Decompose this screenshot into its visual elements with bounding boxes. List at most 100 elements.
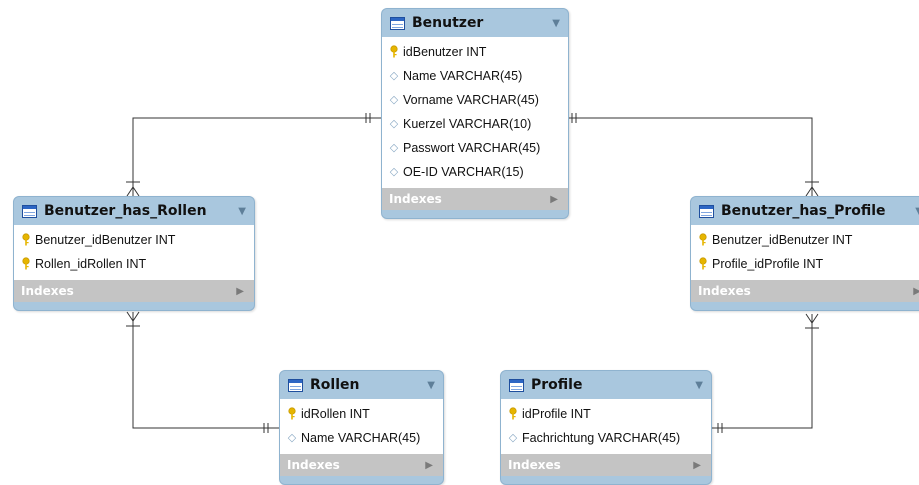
column-row[interactable]: Benutzer_idBenutzer INT [14,228,254,252]
relationship-line [365,113,371,123]
column-row[interactable]: ◇ Name VARCHAR(45) [280,426,443,450]
expand-arrow-icon[interactable]: ▶ [693,459,701,471]
primary-key-icon [697,232,709,248]
table-header[interactable]: Benutzer_has_Rollen ▼ [14,197,254,225]
collapse-arrow-icon[interactable]: ▼ [238,205,246,217]
table-title: Profile [531,377,583,393]
collapse-arrow-icon[interactable]: ▼ [427,379,435,391]
primary-key-icon [20,256,32,272]
table-benutzer-has-profile[interactable]: Benutzer_has_Profile▼ Benutzer_idBenutzer… [690,196,919,311]
table-title: Benutzer [412,15,484,31]
relationship-line [805,313,819,329]
primary-key-icon [388,44,400,60]
table-header[interactable]: Benutzer ▼ [382,9,568,37]
column-list: idProfile INT ◇ Fachrichtung VARCHAR(45) [501,399,711,454]
table-header[interactable]: Rollen ▼ [280,371,443,399]
table-footer [14,302,254,310]
column-row[interactable]: ◇ Kuerzel VARCHAR(10) [382,112,568,136]
expand-arrow-icon[interactable]: ▶ [913,285,919,297]
indexes-label: Indexes [21,284,74,298]
column-label: Fachrichtung VARCHAR(45) [522,431,681,445]
column-row[interactable]: ◇ Passwort VARCHAR(45) [382,136,568,160]
table-rollen[interactable]: Rollen ▼ idRollen INT ◇ Name VARCHAR(45) Inde… [279,370,444,485]
table-title: Benutzer_has_Rollen [44,203,207,219]
relationship-line [126,181,140,197]
table-icon [390,16,405,30]
indexes-label: Indexes [389,192,442,206]
column-label: Benutzer_idBenutzer INT [35,233,176,247]
column-row[interactable]: ◇ Fachrichtung VARCHAR(45) [501,426,711,450]
column-row[interactable]: ◇ Name VARCHAR(45) [382,64,568,88]
expand-arrow-icon[interactable]: ▶ [550,193,558,205]
expand-arrow-icon[interactable]: ▶ [236,285,244,297]
column-label: OE-ID VARCHAR(15) [403,165,524,179]
relationship-line [567,117,813,196]
table-footer [280,476,443,484]
indexes-bar[interactable]: Indexes ▶ [280,454,443,476]
table-profile[interactable]: Profile ▼ idProfile INT ◇ Fachrichtung VARCH… [500,370,712,485]
indexes-label: Indexes [287,458,340,472]
column-label: Benutzer_idBenutzer INT [712,233,853,247]
indexes-label: Indexes [698,284,751,298]
column-label: idRollen INT [301,407,370,421]
table-benutzer-has-rollen[interactable]: Benutzer_has_Rollen ▼ Benutzer_idBenutzer … [13,196,255,311]
relationship-line [132,117,381,196]
column-diamond-icon: ◇ [389,93,399,106]
table-header[interactable]: Benutzer_has_Profile▼ [691,197,919,225]
primary-key-icon [286,406,298,422]
table-icon [22,204,37,218]
column-diamond-icon: ◇ [508,431,518,444]
relationship-line [717,423,723,433]
relationship-line [710,314,813,429]
column-list: Benutzer_idBenutzer INT Rollen_idRollen I… [14,225,254,280]
relationship-line [571,113,577,123]
column-diamond-icon: ◇ [389,117,399,130]
table-header[interactable]: Profile ▼ [501,371,711,399]
expand-arrow-icon[interactable]: ▶ [425,459,433,471]
column-label: Profile_idProfile INT [712,257,824,271]
column-label: Name VARCHAR(45) [403,69,523,83]
indexes-bar[interactable]: Indexes ▶ [691,280,919,302]
table-footer [691,302,919,310]
column-row[interactable]: ◇ OE-ID VARCHAR(15) [382,160,568,184]
column-diamond-icon: ◇ [389,141,399,154]
column-list: idRollen INT ◇ Name VARCHAR(45) [280,399,443,454]
collapse-arrow-icon[interactable]: ▼ [915,206,919,217]
column-label: Name VARCHAR(45) [301,431,421,445]
column-label: Kuerzel VARCHAR(10) [403,117,532,131]
column-row[interactable]: idProfile INT [501,402,711,426]
column-row[interactable]: ◇ Vorname VARCHAR(45) [382,88,568,112]
column-list: idBenutzer INT ◇ Name VARCHAR(45) ◇ Vorname … [382,37,568,188]
column-label: idProfile INT [522,407,591,421]
primary-key-icon [507,406,519,422]
column-diamond-icon: ◇ [389,165,399,178]
column-label: Passwort VARCHAR(45) [403,141,541,155]
indexes-label: Indexes [508,458,561,472]
column-row[interactable]: idBenutzer INT [382,40,568,64]
primary-key-icon [20,232,32,248]
indexes-bar[interactable]: Indexes ▶ [14,280,254,302]
column-diamond-icon: ◇ [389,69,399,82]
relationship-line [805,181,819,197]
column-row[interactable]: Rollen_idRollen INT [14,252,254,276]
column-row[interactable]: Benutzer_idBenutzer INT [691,228,919,252]
column-label: Vorname VARCHAR(45) [403,93,539,107]
indexes-bar[interactable]: Indexes ▶ [382,188,568,210]
collapse-arrow-icon[interactable]: ▼ [695,379,703,391]
indexes-bar[interactable]: Indexes ▶ [501,454,711,476]
column-label: Rollen_idRollen INT [35,257,147,271]
relationship-line [126,311,140,327]
column-row[interactable]: idRollen INT [280,402,443,426]
column-diamond-icon: ◇ [287,431,297,444]
collapse-arrow-icon[interactable]: ▼ [552,17,560,29]
table-footer [501,476,711,484]
primary-key-icon [697,256,709,272]
table-icon [699,204,714,218]
table-benutzer[interactable]: Benutzer ▼ idBenutzer INT ◇ Name VARCHAR(45)… [381,8,569,219]
table-icon [288,378,303,392]
table-title: Rollen [310,377,360,393]
table-icon [509,378,524,392]
column-row[interactable]: Profile_idProfile INT [691,252,919,276]
